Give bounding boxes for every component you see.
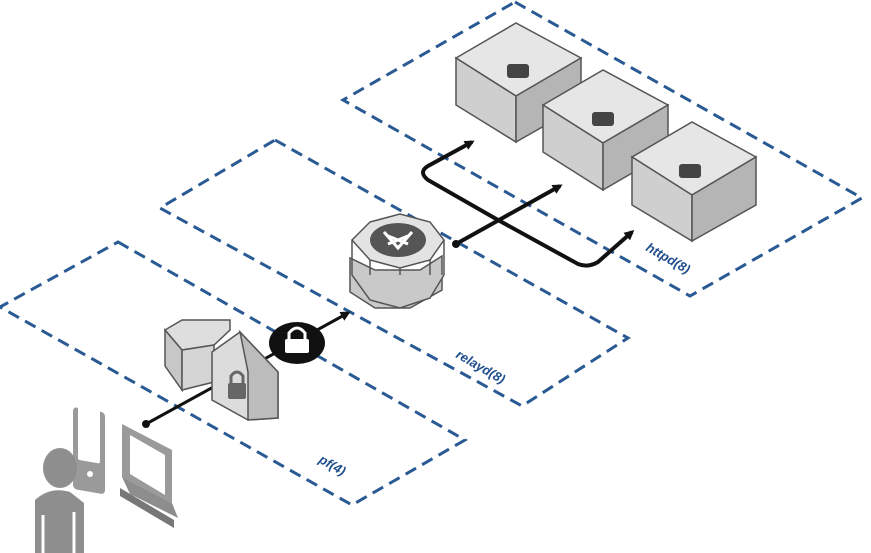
relay-octagon-icon [349,213,445,309]
zone-label-httpd: httpd(8) [644,240,693,277]
zone-label-relayd: relayd(8) [454,347,508,387]
server-3 [630,121,758,243]
connector-relay-to-servers [421,140,635,268]
desktop-icon [120,424,178,528]
firewall-icon [163,319,279,421]
server-1 [454,22,583,144]
server-2 [541,69,670,192]
user-icon [35,448,84,553]
padlock-icon [269,322,325,364]
zone-label-pf: pf(4) [316,451,349,479]
phone-icon [73,404,105,494]
